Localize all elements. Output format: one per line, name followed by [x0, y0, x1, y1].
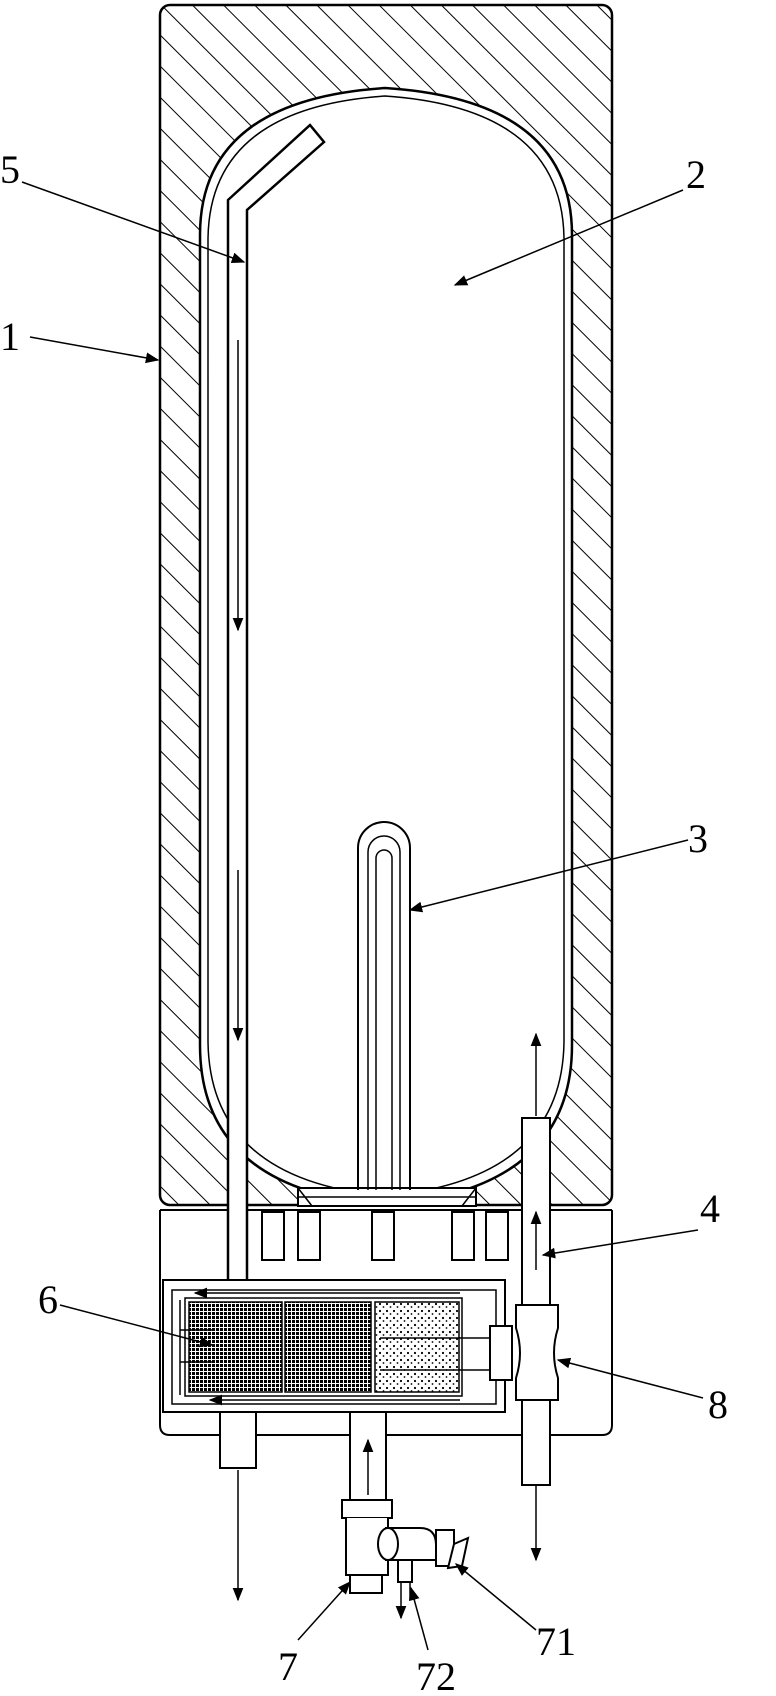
label-drain-outlet: 72: [416, 1654, 456, 1696]
outlet-pipe: [521, 1032, 551, 1562]
inner-tank: [198, 86, 574, 1207]
filter-unit: [162, 1279, 513, 1413]
tank-flange: [261, 1187, 509, 1261]
drain-valve: [435, 1529, 470, 1570]
label-inlet-pipe: 5: [0, 147, 20, 192]
leader-lines: [21, 181, 704, 1651]
three-way-joint: [515, 1304, 559, 1401]
label-filter-unit: 6: [38, 1277, 58, 1322]
drain-assembly: [341, 1411, 437, 1594]
label-drain-assembly: 7: [278, 1644, 298, 1689]
drain-outlet: [395, 1559, 413, 1620]
label-housing: 1: [0, 314, 20, 359]
label-inner-tank: 2: [686, 152, 706, 197]
label-outlet-pipe: 4: [700, 1186, 720, 1231]
label-three-way-joint: 8: [708, 1382, 728, 1427]
label-heating-element: 3: [688, 816, 708, 861]
label-drain-valve: 71: [536, 1619, 576, 1664]
heating-element: [357, 821, 411, 1190]
